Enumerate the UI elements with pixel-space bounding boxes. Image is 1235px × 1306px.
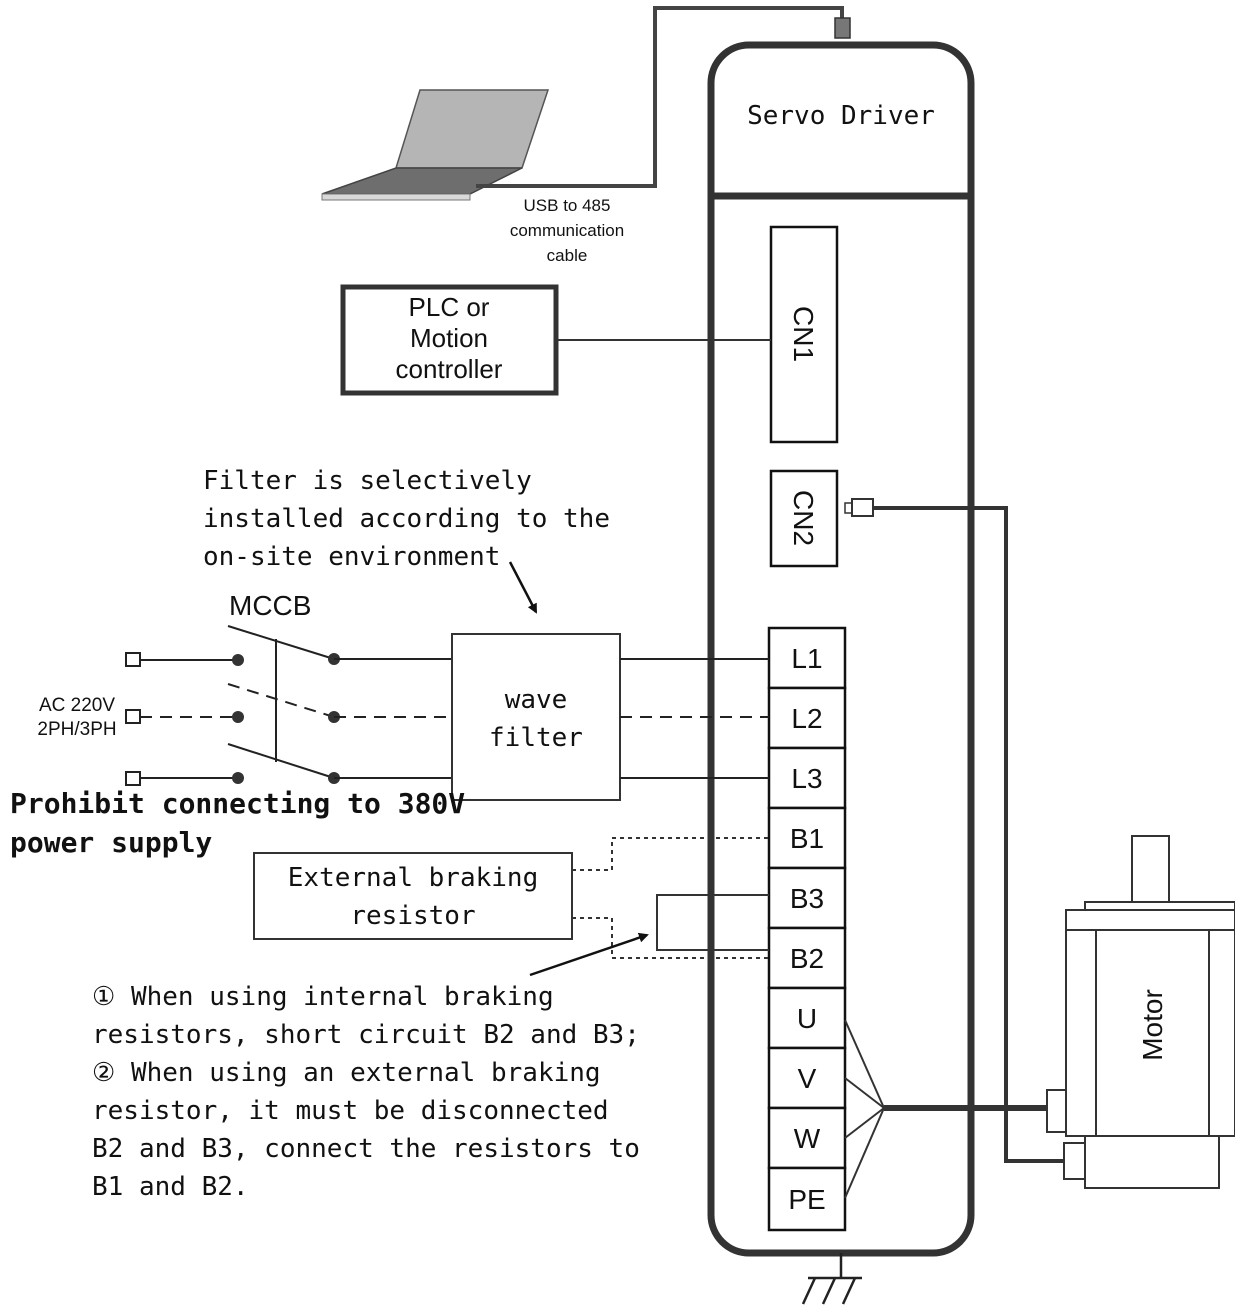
input-terminal-2 [125, 709, 141, 724]
usb-plug [834, 17, 851, 39]
wave-filter-box [451, 633, 621, 801]
braking-resistor-line-1: External braking [288, 863, 538, 893]
plc-label-line-3: controller [396, 354, 503, 384]
braking-note-line-2: resistors, short circuit B2 and B3; [92, 1020, 640, 1050]
braking-note-line-3: ② When using an external braking [92, 1058, 601, 1088]
braking-note-line-4: resistor, it must be disconnected [92, 1096, 609, 1126]
braking-note-line-1: ① When using internal braking [92, 982, 554, 1012]
laptop-icon [321, 89, 550, 201]
plc-label-line-1: PLC or [409, 292, 490, 322]
wave-filter-line-2: filter [489, 723, 583, 753]
filter-note-line-2: installed according to the [203, 504, 610, 534]
terminal-v-label: V [798, 1063, 817, 1094]
braking-note-arrow [529, 932, 649, 977]
filter-note-line-1: Filter is selectively [203, 466, 532, 496]
terminal-b3-label: B3 [790, 883, 824, 914]
warning-line-1: Prohibit connecting to 380V [10, 787, 465, 820]
wave-filter-line-1: wave [505, 685, 568, 715]
terminal-b2-label: B2 [790, 943, 824, 974]
b2-b3-short-bar [656, 894, 769, 951]
cn1-label: CN1 [788, 306, 819, 362]
encoder-cable [873, 506, 1064, 1163]
mccb-contacts [232, 653, 340, 784]
cn2-label: CN2 [788, 490, 819, 546]
plc-box [340, 284, 559, 396]
filter-note-arrow [508, 561, 538, 614]
filter-terminal-wires [620, 658, 769, 779]
terminal-block: L1 L2 L3 B1 B3 B2 U V W PE [767, 626, 847, 1232]
cable-label-line-1: USB to 485 [524, 196, 611, 215]
warning-line-2: power supply [10, 826, 212, 859]
motor-icon [1046, 835, 1235, 1189]
terminal-u [767, 986, 847, 1050]
cable-label-line-3: cable [547, 246, 588, 265]
cn2-connector [769, 469, 839, 568]
terminal-u-label: U [797, 1003, 817, 1034]
filter-note-line-3: on-site environment [203, 542, 500, 572]
braking-resistor-wires [572, 837, 769, 959]
terminal-pe-label: PE [788, 1184, 825, 1215]
terminal-b1 [767, 806, 847, 870]
input-terminal-3 [125, 771, 141, 786]
braking-resistor-line-2: resistor [350, 901, 475, 931]
cn1-connector [769, 225, 839, 444]
terminal-l3-label: L3 [791, 763, 822, 794]
terminal-pe [767, 1166, 847, 1232]
terminal-l1-label: L1 [791, 643, 822, 674]
mccb-switch [140, 625, 335, 779]
cn2-plug [851, 498, 874, 517]
input-terminal-1 [125, 652, 141, 667]
plc-label-line-2: Motion [410, 323, 488, 353]
ac-input-line-2: 2PH/3PH [37, 719, 116, 740]
usb-cable [476, 6, 844, 188]
motor-label: Motor [1137, 989, 1168, 1061]
servo-driver-title: Servo Driver [747, 101, 935, 131]
terminal-l1 [767, 626, 847, 690]
braking-note-line-6: B1 and B2. [92, 1172, 249, 1202]
terminal-w-label: W [794, 1123, 821, 1154]
terminal-l2 [767, 686, 847, 750]
mccb-label: MCCB [229, 590, 311, 621]
motor-power-fanout [844, 1019, 885, 1199]
mccb-filter-wires [334, 658, 452, 779]
input-terminals [125, 652, 141, 786]
ground-icon [801, 1253, 862, 1305]
terminal-l2-label: L2 [791, 703, 822, 734]
braking-note-line-5: B2 and B3, connect the resistors to [92, 1134, 640, 1164]
terminal-w [767, 1106, 847, 1170]
ac-input-line-1: AC 220V [39, 695, 115, 716]
terminal-b1-label: B1 [790, 823, 824, 854]
braking-resistor-box [253, 852, 573, 940]
cable-label-line-2: communication [510, 221, 624, 240]
